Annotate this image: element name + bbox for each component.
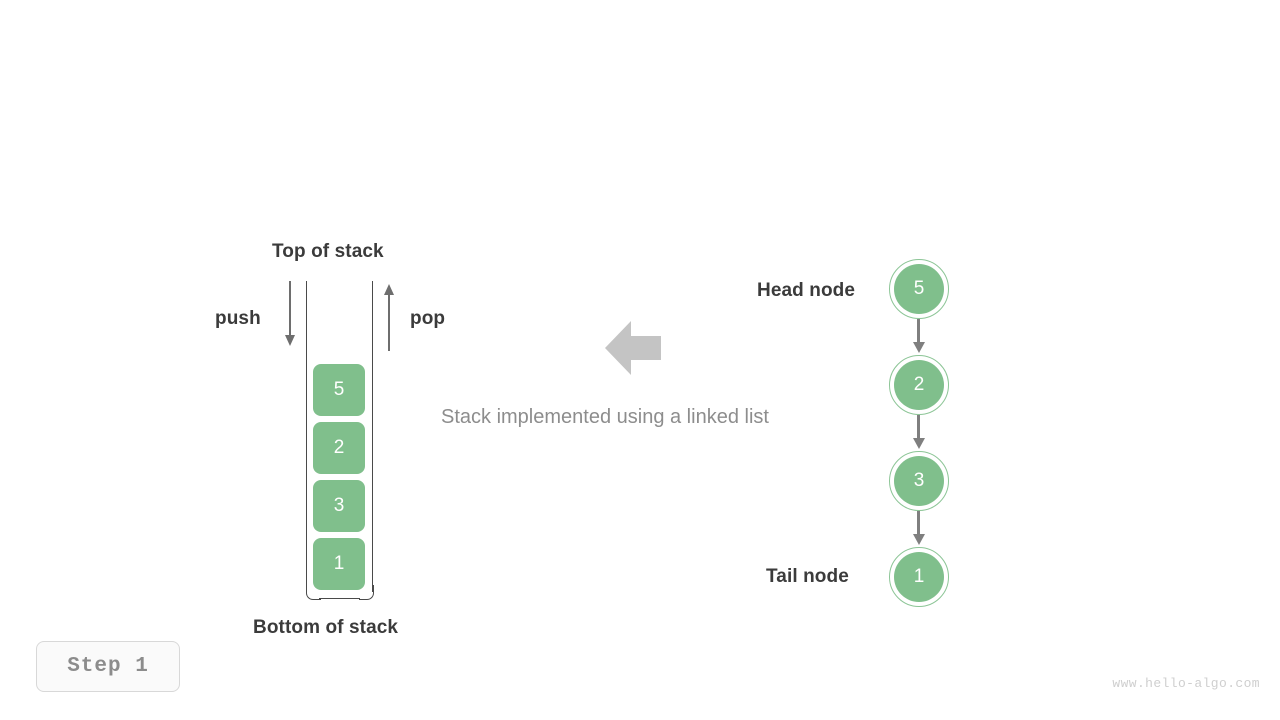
bottom-of-stack-label: Bottom of stack <box>253 617 399 638</box>
linked-list-node: 3 <box>889 451 949 511</box>
linked-list-node-value: 3 <box>894 456 944 506</box>
linked-list-node: 1 <box>889 547 949 607</box>
stack-container-corner-right <box>359 585 374 600</box>
push-label: push <box>215 308 261 329</box>
linked-list-connector-shaft <box>917 511 920 536</box>
push-arrow-head <box>285 335 295 346</box>
linked-list-connector-head <box>913 534 925 545</box>
stack-container-left-wall <box>306 281 307 592</box>
stack-item: 3 <box>313 480 365 532</box>
stack-container-corner-left <box>306 585 321 600</box>
stack-item: 1 <box>313 538 365 590</box>
stack-item: 2 <box>313 422 365 474</box>
stack-container-floor <box>319 598 360 599</box>
stack-item-value: 5 <box>333 379 345 400</box>
stack-item: 5 <box>313 364 365 416</box>
linked-list-connector-head <box>913 438 925 449</box>
stack-item-value: 3 <box>333 495 345 516</box>
linked-list-node: 2 <box>889 355 949 415</box>
stack-container-right-wall <box>372 281 373 592</box>
pop-label: pop <box>410 308 446 329</box>
pop-arrow-shaft <box>388 295 390 351</box>
tail-node-label: Tail node <box>766 566 849 587</box>
linked-list-node-value: 2 <box>894 360 944 410</box>
linked-list-connector-shaft <box>917 319 920 344</box>
watermark: www.hello-algo.com <box>1112 676 1260 691</box>
linked-list-connector-shaft <box>917 415 920 440</box>
linked-list-node-value: 5 <box>894 264 944 314</box>
pop-arrow-head <box>384 284 394 295</box>
stack-item-value: 1 <box>333 553 345 574</box>
linked-list-node: 5 <box>889 259 949 319</box>
head-node-label: Head node <box>757 280 856 301</box>
push-arrow-shaft <box>289 281 291 337</box>
linked-list-connector-head <box>913 342 925 353</box>
step-badge: Step 1 <box>36 641 180 692</box>
top-of-stack-label: Top of stack <box>272 241 384 262</box>
stack-item-value: 2 <box>333 437 345 458</box>
diagram-caption: Stack implemented using a linked list <box>441 406 769 428</box>
left-arrow-icon <box>603 318 663 383</box>
linked-list-node-value: 1 <box>894 552 944 602</box>
